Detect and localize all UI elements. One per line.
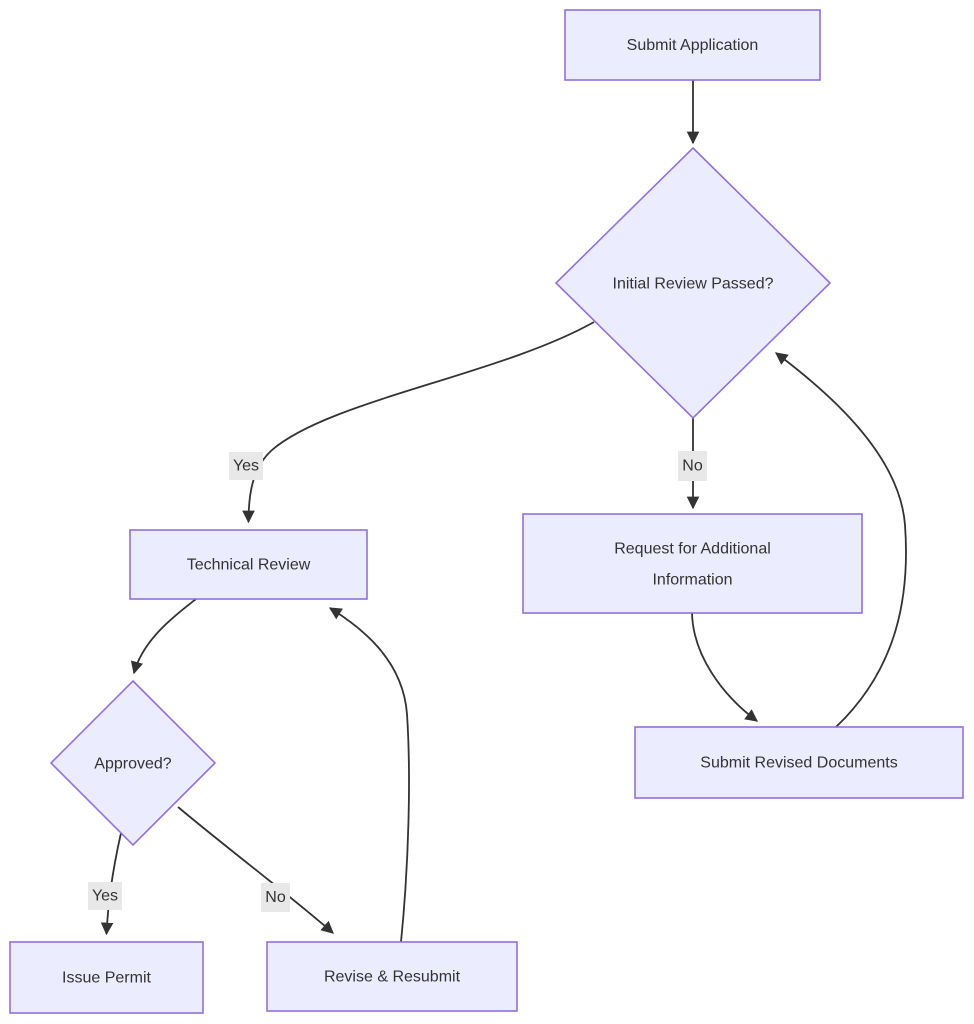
node-label-request-line1: Request for Additional [614, 541, 771, 558]
edge-label-text-yes: Yes [233, 458, 259, 475]
node-rect [634, 726, 964, 799]
edge-revise-resubmit-to-technical-review [328, 607, 410, 943]
edge-group [100, 80, 907, 943]
node-label-submit-revised-documents: Submit Revised Documents [700, 755, 897, 772]
node-rect [129, 529, 368, 600]
node-label-revise-resubmit: Revise & Resubmit [324, 969, 461, 986]
node-technical-review: Technical Review [129, 529, 368, 600]
node-rect [266, 941, 518, 1012]
node-rect [9, 941, 204, 1014]
edge-label-bg [261, 883, 290, 912]
node-issue-permit: Issue Permit [9, 941, 204, 1014]
node-diamond [49, 679, 217, 847]
edge-label-text-yes: Yes [92, 888, 118, 905]
node-label-issue-permit: Issue Permit [62, 970, 151, 987]
edge-approved-no-to-revise-resubmit [177, 806, 334, 934]
node-request-additional-information: Request for Additional Information [522, 513, 863, 614]
edge-label-initial-review-no: No [678, 451, 707, 481]
edge-label-text-no: No [682, 458, 703, 475]
node-label-approved: Approved? [94, 756, 171, 773]
node-label-technical-review: Technical Review [187, 557, 311, 574]
node-rect [564, 9, 821, 81]
node-label-request-line2: Information [652, 572, 732, 589]
node-submit-application: Submit Application [564, 9, 821, 81]
edge-initial-review-yes-to-technical-review [242, 321, 595, 524]
edge-label-approved-no: No [261, 883, 290, 912]
edge-label-approved-yes: Yes [88, 882, 122, 910]
node-submit-revised-documents: Submit Revised Documents [634, 726, 964, 799]
node-label-submit-application: Submit Application [627, 37, 759, 54]
edge-label-text-no: No [265, 889, 286, 906]
edge-request-info-to-submit-revised [691, 612, 759, 722]
node-approved: Approved? [49, 679, 217, 847]
edge-label-initial-review-yes: Yes [229, 452, 263, 480]
node-rect [522, 513, 863, 614]
edge-submit-revised-to-initial-review [774, 352, 907, 728]
node-revise-resubmit: Revise & Resubmit [266, 941, 518, 1012]
node-label-initial-review-passed: Initial Review Passed? [613, 276, 774, 293]
node-initial-review-passed: Initial Review Passed? [554, 146, 832, 420]
edge-technical-review-to-approved [130, 598, 197, 675]
edge-label-bg [678, 451, 707, 481]
edge-label-bg [88, 882, 122, 910]
node-diamond [554, 146, 832, 420]
edge-label-bg [229, 452, 263, 480]
